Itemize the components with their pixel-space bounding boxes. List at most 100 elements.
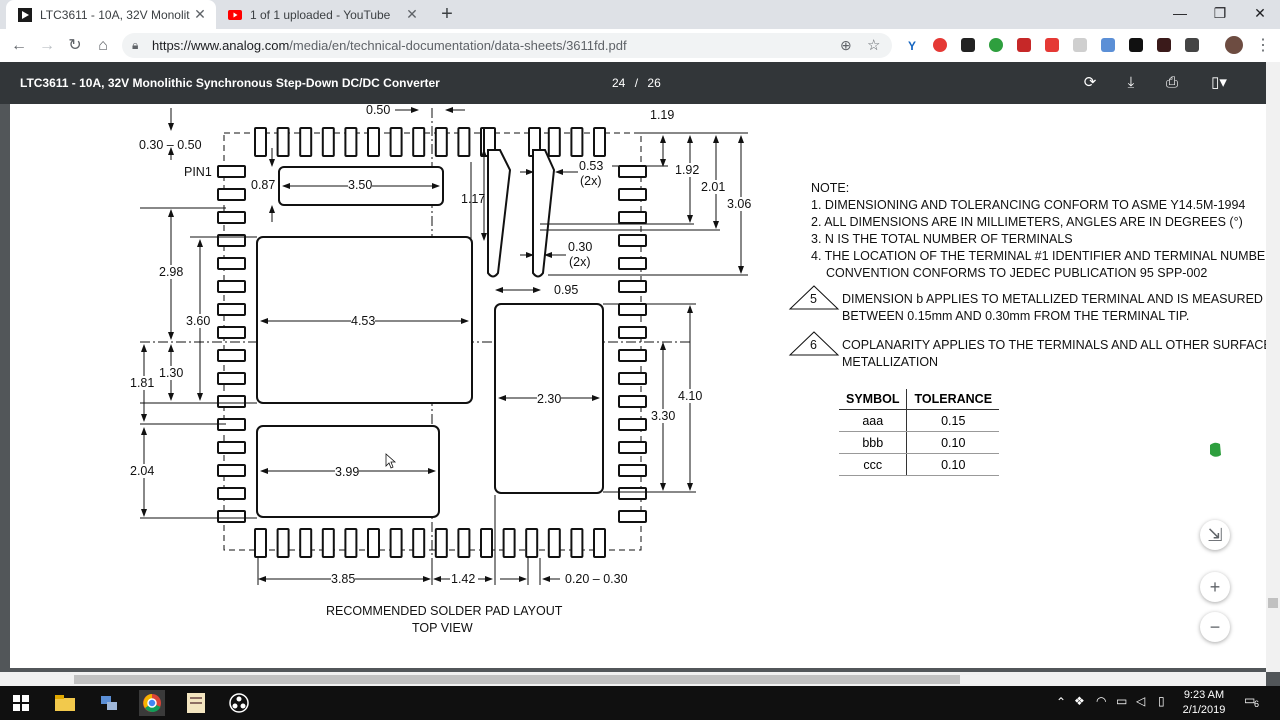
note-6: COPLANARITY APPLIES TO THE TERMINALS AND… [842,338,1266,352]
dim-label: 0.30 – 0.50 [139,138,202,152]
pdf-page: 0.50 1.19 0.30 – 0.50 PIN1 0.87 3.50 1.1… [10,104,1266,668]
window-close-button[interactable]: ✕ [1254,5,1266,21]
new-tab-button[interactable]: + [441,3,453,25]
current-page[interactable]: 24 [612,76,626,90]
reload-icon[interactable]: ↻ [68,37,82,54]
dim-label: 1.92 [675,163,700,177]
windows-start-icon[interactable] [8,690,34,716]
battery-icon[interactable]: ▭ [1116,694,1128,708]
horizontal-scroll-thumb[interactable] [74,675,960,684]
download-icon[interactable]: ⤓ [1127,74,1135,91]
browser-toolbar: ← → ↻ ⌂ 🔒︎ https://www.analog.com/media/… [0,29,1280,63]
dim-label: (2x) [580,174,602,188]
bookmark-menu-icon[interactable]: ▯▾ [1211,74,1227,91]
show-hidden-icons-icon[interactable]: ⌃ [1056,695,1067,709]
dim-label: 3.60 [186,314,211,328]
screenshot-extension-icon[interactable] [1101,38,1115,52]
page-counter: 24 / 26 [612,76,661,90]
network-app-icon[interactable] [96,690,122,716]
play-extension-icon[interactable] [1129,38,1143,52]
dim-label: 4.10 [678,389,703,403]
table-header: TOLERANCE [906,389,1000,410]
close-tab-icon[interactable]: ✕ [406,6,418,22]
video-extension-icon[interactable] [1045,38,1059,52]
pin1-label: PIN1 [184,165,212,179]
camera-extension-icon[interactable] [1073,38,1087,52]
file-explorer-icon[interactable] [52,690,78,716]
close-tab-icon[interactable]: ✕ [194,6,206,22]
zoom-in-button[interactable]: + [1200,572,1230,602]
notification-count: 6 [1254,699,1260,709]
tab-youtube[interactable]: 1 of 1 uploaded - YouTube ✕ [216,0,428,29]
address-bar[interactable]: 🔒︎ https://www.analog.com/media/en/techn… [122,33,892,58]
note-6-cont: METALLIZATION [842,355,939,369]
pdf-title: LTC3611 - 10A, 32V Monolithic Synchronou… [20,76,440,90]
y-extension-icon[interactable]: Y [906,38,920,53]
menu-icon[interactable]: ⋮ [1255,37,1271,54]
table-cell: aaa [839,409,908,432]
url-host: https://www.analog.com [152,38,290,53]
dim-label: 0.53 [579,159,604,173]
tools-extension-icon[interactable] [1185,38,1199,52]
drawing-caption-view: TOP VIEW [412,621,473,635]
usb-icon[interactable]: ▯ [1158,694,1165,708]
dim-label: 0.50 [366,104,391,117]
dark-extension-icon[interactable] [1157,38,1171,52]
zoom-icon[interactable]: ⊕ [840,37,852,53]
solder-pad-drawing [140,107,840,585]
analog-play-icon [18,7,32,22]
dim-label: 2.98 [159,265,184,279]
url-text: https://www.analog.com/media/en/technica… [152,38,627,53]
dim-label: 2.04 [130,464,155,478]
tab-strip: LTC3611 - 10A, 32V Monolithic Sy ✕ 1 of … [0,0,1280,29]
avatar[interactable] [1225,36,1243,54]
dim-label: 0.30 [568,240,593,254]
minimize-button[interactable]: — [1173,5,1187,21]
table-cell: 0.10 [906,453,1000,476]
table-cell: ccc [839,453,908,476]
evernote-float-icon[interactable] [1207,441,1223,464]
obs-icon[interactable] [226,690,252,716]
dim-label: 0.95 [554,283,579,297]
page-separator: / [634,76,639,90]
ublock-icon[interactable] [1017,38,1031,52]
wifi-icon[interactable]: ◠ [1096,694,1107,708]
clock[interactable]: 9:23 AM 2/1/2019 [1172,688,1236,718]
zoom-out-button[interactable]: − [1200,612,1230,642]
tab-ltc3611[interactable]: LTC3611 - 10A, 32V Monolithic Sy ✕ [6,0,216,29]
dim-label: 3.30 [651,409,676,423]
note-5-cont: BETWEEN 0.15mm AND 0.30mm FROM THE TERMI… [842,309,1190,323]
layers-extension-icon[interactable] [961,38,975,52]
dim-label: 4.53 [351,314,376,328]
dropbox-icon[interactable]: ❖ [1074,694,1085,708]
home-icon[interactable]: ⌂ [98,37,108,54]
tab-title: LTC3611 - 10A, 32V Monolithic Sy [40,7,190,22]
rotate-icon[interactable]: ⟳ [1083,74,1097,91]
tab-title: 1 of 1 uploaded - YouTube [250,7,391,22]
table-cell: 0.10 [906,431,1000,454]
vertical-scrollbar[interactable] [1266,62,1280,672]
bookmark-star-icon[interactable]: ☆ [867,37,881,54]
dim-label: 3.85 [331,572,356,586]
dim-label: 2.01 [701,180,726,194]
vertical-scroll-thumb[interactable] [1268,598,1278,608]
note-5-number: 5 [810,292,817,306]
maximize-button[interactable]: ❐ [1213,5,1227,21]
note-3: 3. N IS THE TOTAL NUMBER OF TERMINALS [811,232,1073,246]
fit-page-button[interactable]: ⇲ [1200,520,1230,550]
document-app-icon[interactable] [183,690,209,716]
table-row: bbb 0.10 [839,431,1000,454]
dim-label: 3.06 [727,197,752,211]
dim-label: 1.42 [451,572,476,586]
chrome-icon[interactable] [139,690,165,716]
notification-center-icon[interactable]: ▭6 [1244,693,1260,709]
volume-icon[interactable]: ◁ [1136,694,1146,708]
drawing-caption: RECOMMENDED SOLDER PAD LAYOUT [326,604,563,618]
adblock-icon[interactable] [933,38,947,52]
back-icon[interactable]: ← [11,37,27,54]
evernote-icon[interactable] [989,38,1003,52]
print-icon[interactable]: ⎙ [1165,74,1178,91]
taskbar: ⌃ ❖ ◠ ▭ ◁ ▯ 9:23 AM 2/1/2019 ▭6 [0,686,1280,720]
url-path: /media/en/technical-documentation/data-s… [289,38,627,53]
forward-icon[interactable]: → [39,37,55,54]
